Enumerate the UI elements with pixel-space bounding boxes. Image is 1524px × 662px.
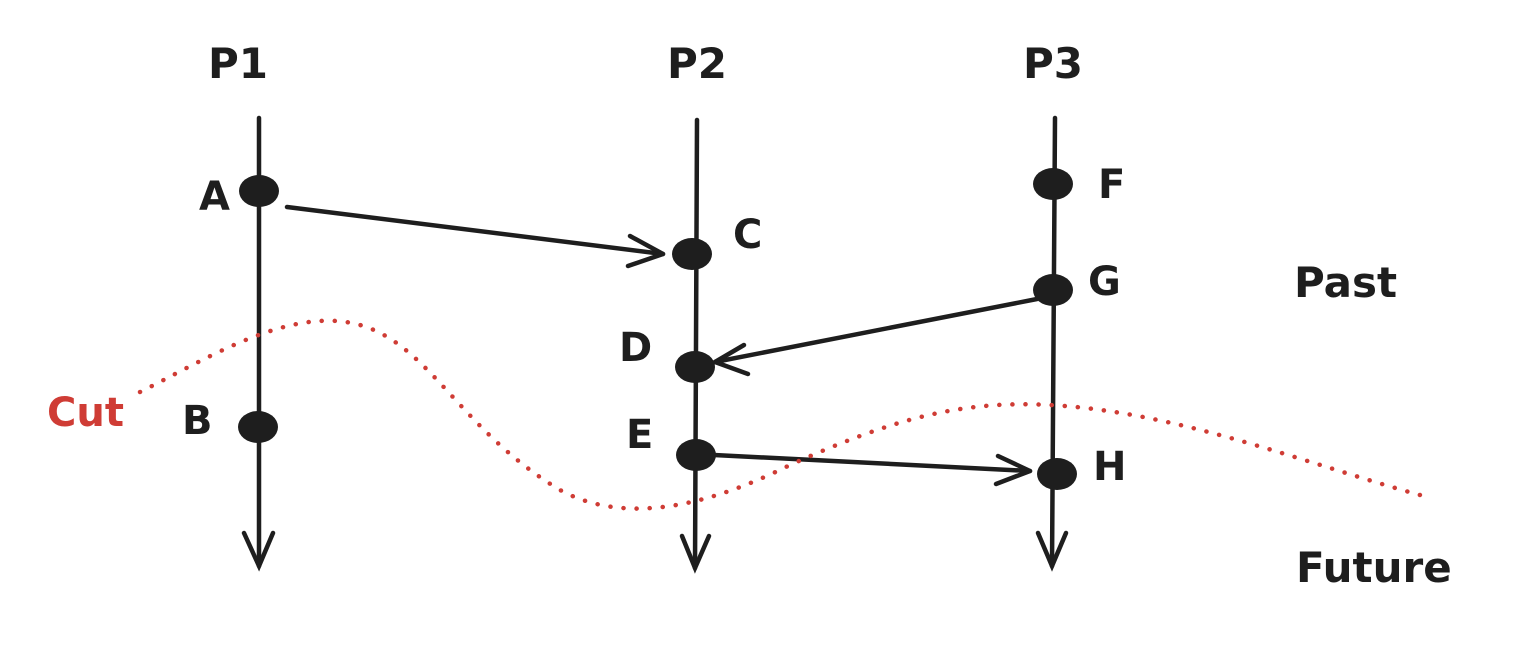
cut-label: Cut [47, 390, 124, 436]
process-label-p3: P3 [1023, 39, 1083, 88]
event-label-e: E [626, 412, 653, 458]
message-arrow-a-to-c [284, 204, 666, 269]
message-arrow-e-to-h [711, 452, 1033, 487]
cut-line [137, 318, 1423, 511]
future-label: Future [1296, 543, 1452, 592]
event-dot-c [672, 238, 712, 270]
event-dot-g [1033, 274, 1073, 306]
event-h: H [1037, 444, 1126, 490]
event-dot-d [675, 351, 715, 383]
event-dot-e [676, 439, 716, 471]
event-dot-f [1033, 168, 1073, 200]
event-dot-h [1037, 458, 1077, 490]
event-label-f: F [1098, 162, 1125, 208]
event-label-c: C [733, 212, 762, 258]
event-dot-b [238, 411, 278, 443]
event-c: C [672, 212, 762, 270]
event-b: B [182, 398, 278, 444]
event-label-b: B [182, 398, 213, 444]
event-g: G [1033, 259, 1121, 306]
process-label-p1: P1 [208, 39, 268, 88]
event-d: D [619, 325, 715, 383]
event-label-g: G [1088, 259, 1121, 305]
message-arrow-g-to-d [712, 296, 1040, 377]
past-label: Past [1294, 258, 1397, 307]
event-f: F [1033, 162, 1125, 208]
event-a: A [199, 174, 279, 220]
process-label-p2: P2 [667, 39, 727, 88]
event-dot-a [239, 175, 279, 207]
timeline-p2 [679, 117, 712, 574]
event-label-a: A [199, 174, 230, 220]
event-label-h: H [1093, 444, 1126, 490]
event-e: E [626, 412, 716, 471]
event-label-d: D [619, 325, 652, 371]
